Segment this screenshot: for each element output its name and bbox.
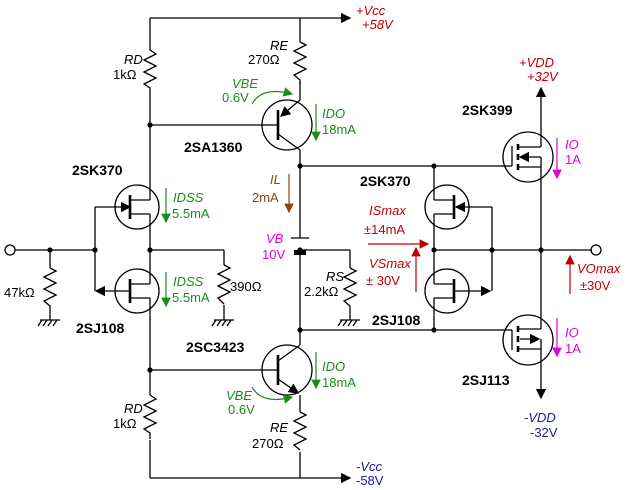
driver-jfet-n-symbol <box>424 166 492 250</box>
junction-dot <box>431 327 437 333</box>
junction-dot <box>92 247 98 253</box>
rd-top-value: 1kΩ <box>113 67 137 82</box>
junction-dot <box>489 247 495 253</box>
ido-top-value: 18mA <box>322 122 356 137</box>
idss-bottom-name: IDSS <box>173 274 204 289</box>
vsmax-name: VSmax <box>369 256 411 271</box>
ismax-value: ±14mA <box>364 222 405 237</box>
vsmax-value: ± 30V <box>366 273 400 288</box>
re-bottom-value: 270Ω <box>252 436 284 451</box>
jfet-p-left-label: 2SJ108 <box>76 320 124 336</box>
rd-bottom-resistor <box>142 394 158 439</box>
vbe-top-name: VBE <box>232 76 258 91</box>
vas-wires <box>299 18 500 478</box>
rd-top-resistor <box>142 49 158 95</box>
pnp-label: 2SA1360 <box>184 139 243 155</box>
input-resistor-label: 47kΩ <box>4 285 35 300</box>
junction-dot <box>297 247 303 253</box>
jfet-p-left-symbol <box>94 268 160 314</box>
junction-dot <box>47 247 53 253</box>
mosfet-n-label: 2SK399 <box>462 102 513 118</box>
junction-dot <box>297 327 303 333</box>
junction-dot <box>147 367 153 373</box>
driver-jfet-p-label: 2SJ108 <box>372 312 420 328</box>
npn-transistor-symbol <box>261 344 313 396</box>
junction-dot <box>297 163 303 169</box>
ground-symbol <box>211 319 234 327</box>
ido-bottom-value: 18mA <box>322 375 356 390</box>
re-bottom-name: RE <box>270 420 288 435</box>
jfet-n-left-label: 2SK370 <box>72 162 123 178</box>
rd-bottom-value: 1kΩ <box>113 416 137 431</box>
jfet-n-left-symbol <box>95 184 160 230</box>
input-network <box>4 207 96 327</box>
ido-bottom-name: IDO <box>322 359 345 374</box>
vb-name: VB <box>266 231 284 246</box>
vdd-pos-label: +VDD <box>519 55 554 70</box>
ismax-name: ISmax <box>369 203 406 218</box>
driver-wires <box>434 207 592 291</box>
vomax-name: VOmax <box>577 261 621 276</box>
mosfet-n-symbol <box>500 130 554 185</box>
vcc-label: +Vcc <box>356 3 386 18</box>
vomax-value: ±30V <box>580 278 611 293</box>
output-terminal <box>590 244 602 256</box>
idss-top-name: IDSS <box>173 190 204 205</box>
re-bottom-resistor <box>292 411 308 451</box>
r390-resistor <box>216 264 232 305</box>
re-top-value: 270Ω <box>248 52 280 67</box>
rs-value: 2.2kΩ <box>304 284 339 299</box>
driver-jfet-n-label: 2SK370 <box>360 173 411 189</box>
vbe-bottom-value: 0.6V <box>228 402 255 417</box>
driver-jfet-p-symbol <box>424 250 492 330</box>
vcc-value: +58V <box>362 17 394 32</box>
vbe-top-value: 0.6V <box>222 90 249 105</box>
ido-top-name: IDO <box>322 106 345 121</box>
vee-value: -58V <box>356 473 384 488</box>
rd-top-name: RD <box>124 52 143 67</box>
junction-dot <box>147 247 153 253</box>
io-top-value: 1A <box>565 152 581 167</box>
junction-dot <box>147 122 153 128</box>
vdd-neg-value: -32V <box>530 425 558 440</box>
vdd-pos-value: +32V <box>527 69 559 84</box>
il-name: IL <box>270 172 281 187</box>
io-top-name: IO <box>565 137 579 152</box>
rd-bottom-name: RD <box>124 401 143 416</box>
pnp-transistor-symbol <box>261 99 313 151</box>
re-top-name: RE <box>270 38 288 53</box>
rs-name: RS <box>326 269 344 284</box>
r390-label: 390Ω <box>230 279 262 294</box>
idss-top-value: 5.5mA <box>172 206 210 221</box>
junction-dot <box>431 163 437 169</box>
rs-resistor <box>342 267 358 307</box>
vdd-neg-label: -VDD <box>524 410 556 425</box>
re-top-resistor <box>292 41 308 84</box>
idss-bottom-value: 5.5mA <box>172 290 210 305</box>
il-value: 2mA <box>252 190 279 205</box>
mosfet-p-label: 2SJ113 <box>462 372 510 388</box>
annotation-arrows <box>161 87 575 404</box>
mosfet-p-symbol <box>500 312 554 368</box>
vb-value: 10V <box>262 247 285 262</box>
rs-ground <box>337 319 360 327</box>
junction-dot <box>431 247 437 253</box>
vbe-bottom-name: VBE <box>226 388 252 403</box>
vee-label: -Vcc <box>356 459 383 474</box>
npn-label: 2SC3423 <box>186 339 245 355</box>
io-bottom-value: 1A <box>565 341 581 356</box>
io-bottom-name: IO <box>565 325 579 340</box>
